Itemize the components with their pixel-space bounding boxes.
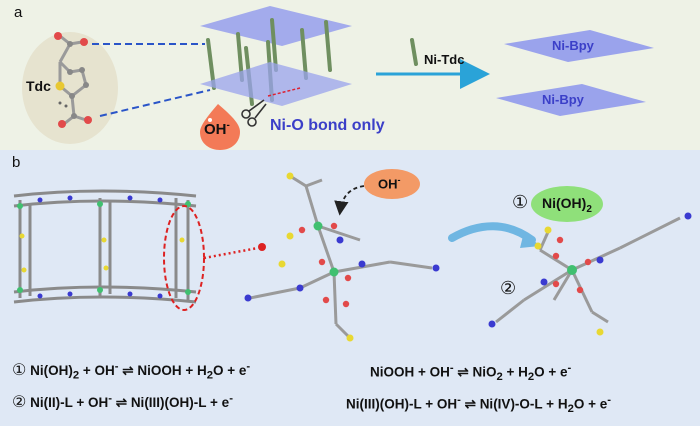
eq2b-part: Ni(III)(OH)-L + OH <box>346 396 458 412</box>
dashed-connector-bottom <box>99 89 211 117</box>
ni-oxidized-structure <box>488 212 692 336</box>
circle-one-marker: ① <box>512 192 529 212</box>
eq1b-sup: - <box>567 362 572 374</box>
equation-1b: NiOOH + OH- ⇌ NiO2 + H2O + e- <box>370 362 571 383</box>
equation-2b: Ni(III)(OH)-L + OH- ⇌ Ni(IV)-O-L + H2O +… <box>346 394 611 415</box>
eq1a-sup: - <box>114 360 119 373</box>
eq1a-sub: 2 <box>206 369 213 382</box>
eq1b-sub: 2 <box>527 371 535 384</box>
hydroxide-droplet-icon <box>200 104 240 150</box>
ni-bpy-sheet-bottom <box>496 84 646 116</box>
mof-framework <box>13 189 197 304</box>
hydroxide-label: OH- <box>204 120 230 138</box>
ni-bpy-sheet-top <box>504 30 654 62</box>
eq1a-part: ⇌ NiOOH + H <box>118 363 207 378</box>
hydroxide-bubble-charge: - <box>397 175 401 185</box>
bond-note: Ni-O bond only <box>270 117 385 134</box>
eq2b-part: O + e <box>573 396 608 412</box>
eq1b-part: O + e <box>534 364 568 380</box>
cleaved-bond-line <box>267 87 301 97</box>
nioh2-bubble <box>531 186 603 222</box>
circle-two-marker: ② <box>500 278 517 298</box>
equation-1a: ① Ni(OH)2 + OH- ⇌ NiOOH + H2O + e- <box>12 360 250 382</box>
ni-bpy-label-bottom: Ni-Bpy <box>542 92 584 107</box>
eq2b-part: ⇌ Ni(IV)-O-L + H <box>460 396 568 412</box>
eq2a-number: ② <box>12 394 27 411</box>
eq1b-sub: 2 <box>496 371 503 384</box>
zoom-dot <box>258 243 266 251</box>
eq2a-part: Ni(II)-L + OH <box>30 395 109 410</box>
eq2b-sup: - <box>607 394 611 406</box>
hydroxide-bubble <box>364 169 420 199</box>
panel-a-label: a <box>14 4 23 21</box>
eq2a-part: ⇌ Ni(III)(OH)-L + e <box>112 395 230 410</box>
hydroxide-attack-arrow <box>334 185 365 216</box>
eq1a-sup: - <box>246 360 251 373</box>
scissors-icon <box>241 99 267 127</box>
eq1a-part: + OH <box>79 363 115 378</box>
eq1a-sub: 2 <box>72 369 80 382</box>
nioh2-sub: 2 <box>586 203 592 215</box>
panel-b-label: b <box>12 154 21 171</box>
eq1a-part: Ni(OH) <box>30 363 73 378</box>
eq1a-number: ① <box>12 362 27 379</box>
eq2a-sup: - <box>229 392 233 405</box>
arrow-label: Ni-Tdc <box>424 52 465 67</box>
pillared-layer-structure <box>200 6 352 106</box>
hydroxide-text: OH <box>204 121 227 138</box>
ni-bpy-label-top: Ni-Bpy <box>552 38 594 53</box>
zoom-dotted-line <box>203 246 259 260</box>
eq2a-sup: - <box>108 392 112 405</box>
eq1b-part: ⇌ NiO <box>453 364 497 380</box>
ni-tdc-rod-icon <box>410 38 418 66</box>
hydroxide-bubble-label: OH- <box>378 175 401 191</box>
tdc-label: Tdc <box>26 78 51 94</box>
eq1a-part: O + e <box>212 363 247 378</box>
nioh2-label: Ni(OH)2 <box>542 195 592 215</box>
tdc-molecule <box>22 32 118 144</box>
equation-2a: ② Ni(II)-L + OH- ⇌ Ni(III)(OH)-L + e- <box>12 392 233 412</box>
hydroxide-bubble-text: OH <box>378 176 398 192</box>
eq1b-part: NiOOH + OH <box>370 364 450 380</box>
nioh2-text: Ni(OH) <box>542 195 587 211</box>
hydroxide-charge: - <box>226 120 230 131</box>
ni-cluster-structure <box>244 172 440 342</box>
eq1b-part: + H <box>502 364 528 380</box>
eq2b-sup: - <box>457 394 461 406</box>
eq2b-sub: 2 <box>567 403 574 416</box>
eq1b-sup: - <box>449 362 454 374</box>
